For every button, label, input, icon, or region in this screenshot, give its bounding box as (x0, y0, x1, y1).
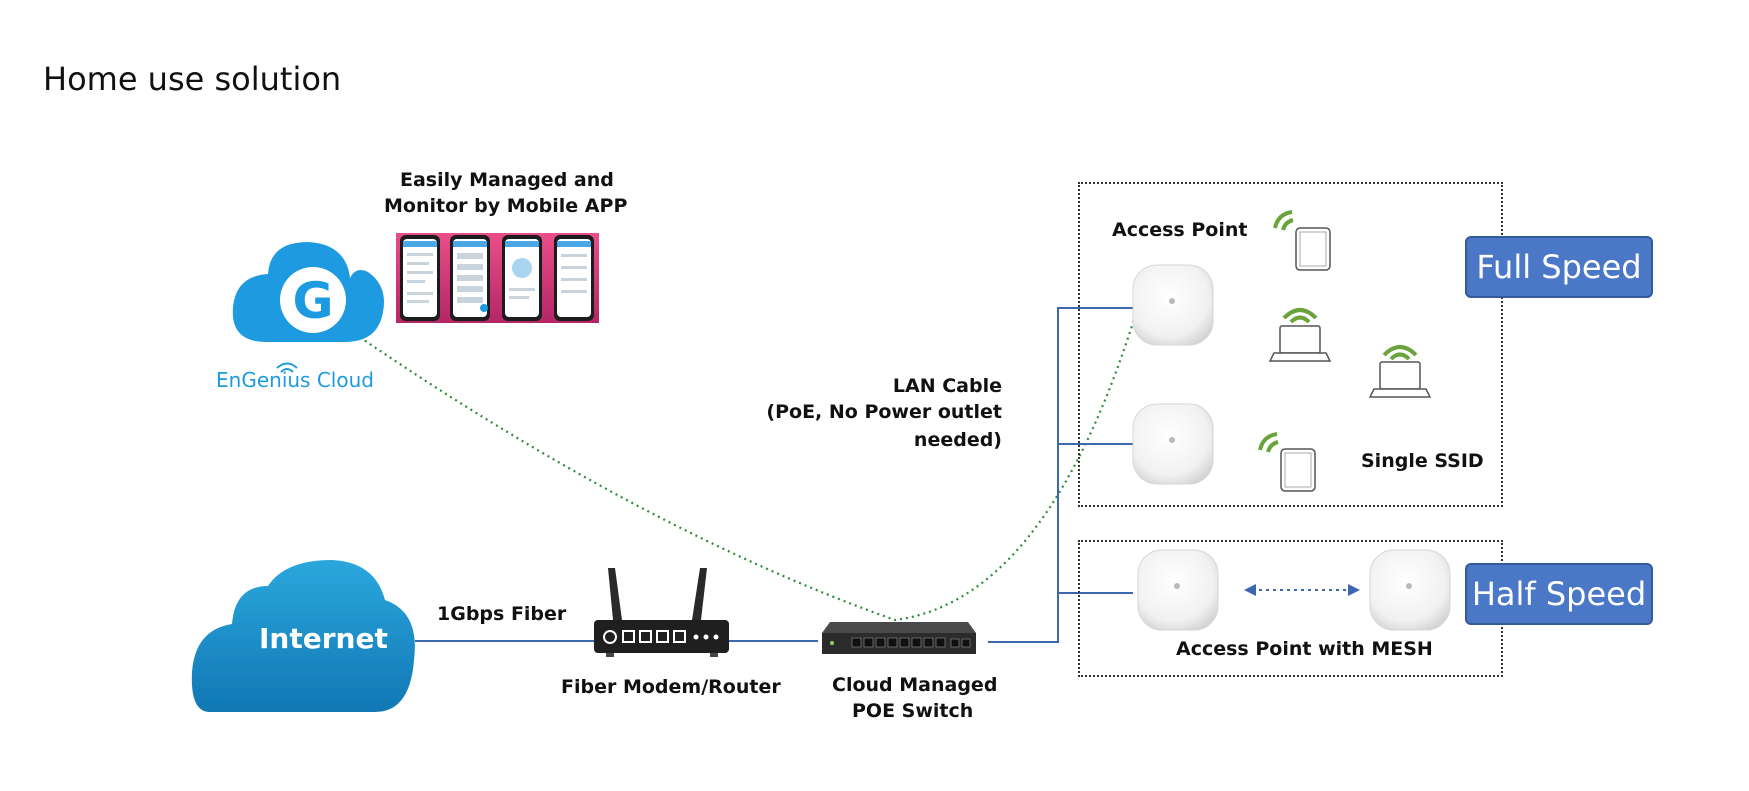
access-point-middle (1132, 403, 1214, 485)
lan-label-line1: LAN Cable (892, 375, 1002, 397)
mobile-app-screens (396, 233, 599, 323)
single-ssid-label: Single SSID (1361, 450, 1484, 472)
lan-cables (415, 307, 1133, 643)
wifi-icon (1258, 432, 1279, 453)
app-caption-line2: Monitor by Mobile APP (384, 195, 628, 217)
laptop-icon (1368, 361, 1432, 398)
wifi-icon (1282, 308, 1318, 324)
half-speed-badge: Half Speed (1465, 563, 1653, 625)
access-point-label: Access Point (1112, 219, 1248, 241)
full-speed-badge: Full Speed (1465, 236, 1653, 298)
cloud-logo-letter: G (292, 272, 333, 330)
mesh-label: Access Point with MESH (1176, 638, 1433, 660)
access-point-top (1132, 264, 1214, 346)
app-caption-line1: Easily Managed and (400, 169, 614, 191)
switch-label-line1: Cloud Managed (832, 674, 998, 696)
cloud-management-link (344, 299, 1142, 622)
wifi-icon (1382, 345, 1418, 361)
router-label: Fiber Modem/Router (561, 676, 781, 698)
laptop-icon (1268, 325, 1332, 362)
cloud-brand-text: EnGenius Cloud (216, 368, 374, 392)
access-point-icons (1132, 264, 1451, 631)
lan-label-line3: needed) (913, 429, 1002, 451)
poe-switch-icon (822, 622, 976, 654)
switch-label-line2: POE Switch (852, 700, 974, 722)
fiber-label: 1Gbps Fiber (437, 603, 567, 625)
full-speed-group (1078, 182, 1503, 507)
engenius-cloud-logo: G EnGenius Cloud (216, 242, 384, 392)
client-devices (1258, 210, 1432, 492)
mesh-link (1244, 584, 1360, 596)
lan-label-line2: (PoE, No Power outlet (766, 401, 1002, 423)
internet-label: Internet (259, 622, 388, 655)
fiber-router-icon (594, 568, 729, 657)
tablet-icon (1280, 448, 1316, 492)
access-point-mesh-left (1137, 549, 1219, 631)
access-point-mesh-right (1369, 549, 1451, 631)
page-title: Home use solution (43, 60, 342, 98)
wifi-icon (1273, 210, 1294, 231)
tablet-icon (1295, 227, 1331, 271)
internet-cloud (191, 560, 415, 712)
